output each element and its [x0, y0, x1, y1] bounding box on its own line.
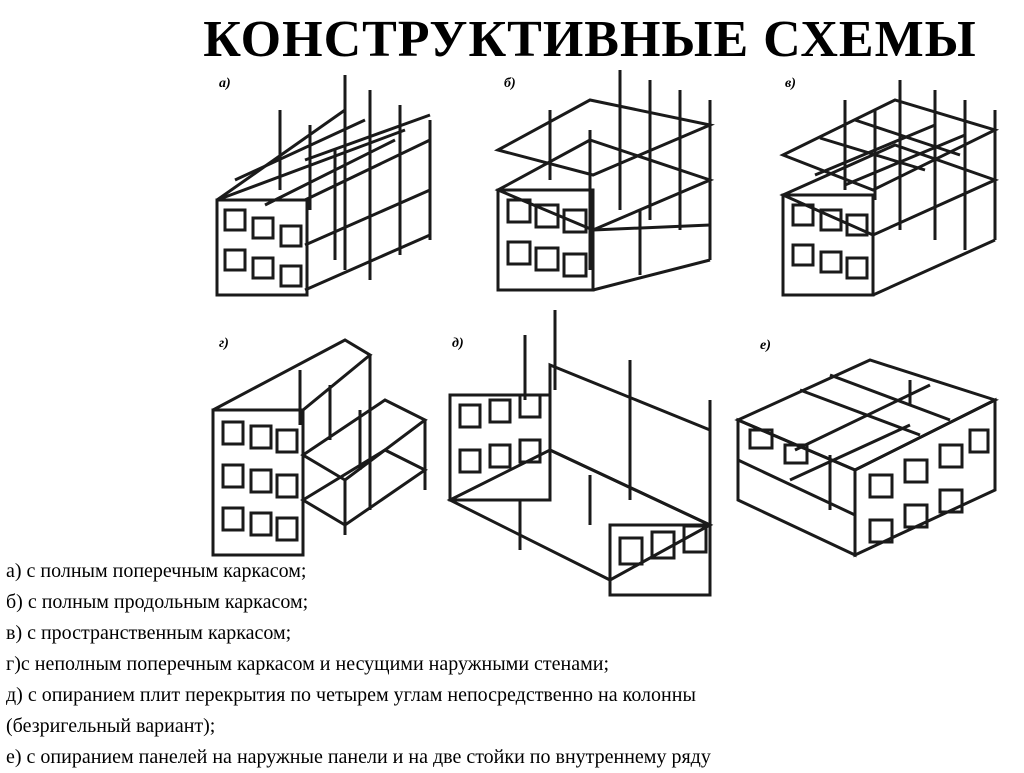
diagram-d: д) — [440, 310, 730, 600]
caption-v: в) с пространственным каркасом; — [6, 622, 292, 644]
caption-b: б) с полным продольным каркасом; — [6, 591, 309, 613]
caption-d-continued: (безригельный вариант); — [6, 715, 216, 737]
diagram-g: г) — [205, 330, 445, 560]
diagram-g-drawing — [211, 338, 428, 557]
slide-title: КОНСТРУКТИВНЫЕ СХЕМЫ — [203, 11, 977, 68]
diagram-v-drawing — [779, 80, 1000, 297]
diagram-b-drawing — [493, 70, 715, 292]
diagram-b: б) — [490, 70, 730, 310]
diagram-a: а) — [205, 70, 445, 310]
diagram-e-drawing — [734, 358, 999, 558]
caption-g: г)с неполным поперечным каркасом и несущ… — [6, 653, 610, 675]
panel-label-v: в) — [785, 76, 796, 91]
diagram-v: в) — [775, 70, 1015, 310]
caption-d: д) с опиранием плит перекрытия по четыре… — [6, 684, 696, 706]
caption-e: е) с опиранием панелей на наружные панел… — [6, 746, 711, 768]
panel-label-e: е) — [760, 338, 771, 353]
panel-label-b: б) — [504, 76, 516, 91]
panel-label-a: а) — [219, 76, 231, 91]
caption-list: а) с полным поперечным каркасом; б) с по… — [6, 556, 1016, 773]
diagram-e: е) — [730, 330, 1000, 560]
caption-a: а) с полным поперечным каркасом; — [6, 560, 307, 582]
diagram-a-drawing — [215, 75, 432, 297]
diagram-d-drawing — [446, 310, 714, 597]
panel-label-d: д) — [452, 336, 464, 351]
panel-label-g: г) — [219, 336, 229, 351]
